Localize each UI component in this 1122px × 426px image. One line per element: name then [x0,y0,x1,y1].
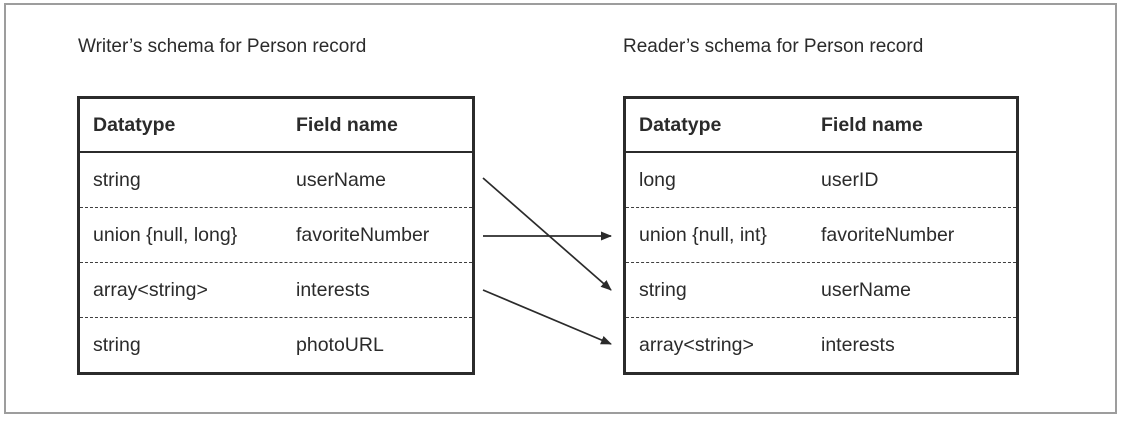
writer-header-datatype: Datatype [93,113,176,136]
reader-row2-field: favoriteNumber [821,223,955,246]
writer-row4-datatype: string [93,333,141,356]
table-row: long userID [626,153,1016,207]
reader-row1-datatype: long [639,168,676,191]
writer-row2-field: favoriteNumber [296,223,430,246]
table-row: array<string> interests [80,262,472,317]
writer-row3-datatype: array<string> [93,278,208,301]
table-row: array<string> interests [626,317,1016,372]
reader-row3-field: userName [821,278,911,301]
reader-row4-field: interests [821,333,895,356]
table-row: union {null, int} favoriteNumber [626,207,1016,262]
reader-table-header: Datatype Field name [626,99,1016,153]
reader-schema-table: Datatype Field name long userID union {n… [623,96,1019,375]
writer-schema-table: Datatype Field name string userName unio… [77,96,475,375]
reader-row2-datatype: union {null, int} [639,223,767,246]
reader-row4-datatype: array<string> [639,333,754,356]
reader-schema-title: Reader’s schema for Person record [623,36,924,57]
writer-row2-datatype: union {null, long} [93,223,238,246]
table-row: string userName [80,153,472,207]
reader-row3-datatype: string [639,278,687,301]
writer-row3-field: interests [296,278,370,301]
writer-schema-title: Writer’s schema for Person record [78,36,367,57]
reader-row1-field: userID [821,168,879,191]
reader-header-field-name: Field name [821,113,923,136]
table-row: string userName [626,262,1016,317]
table-row: union {null, long} favoriteNumber [80,207,472,262]
writer-table-header: Datatype Field name [80,99,472,153]
writer-header-field-name: Field name [296,113,398,136]
table-row: string photoURL [80,317,472,372]
writer-row4-field: photoURL [296,333,384,356]
writer-row1-datatype: string [93,168,141,191]
writer-row1-field: userName [296,168,386,191]
reader-header-datatype: Datatype [639,113,722,136]
